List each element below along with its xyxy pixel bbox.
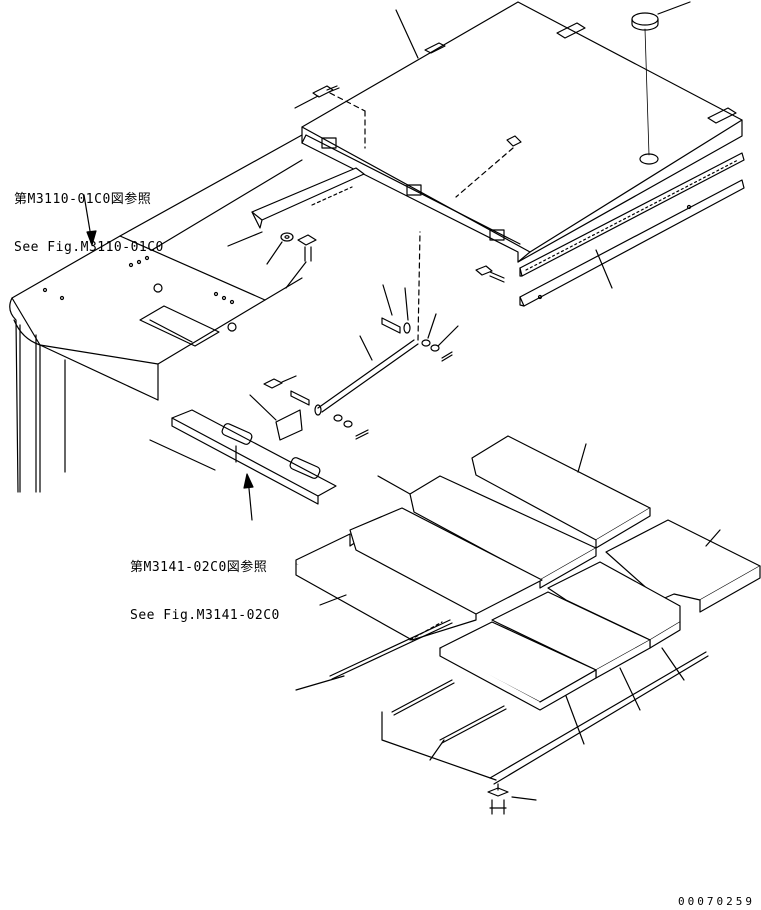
bolt-cover-left xyxy=(295,86,365,148)
bolt-bottom xyxy=(488,784,536,814)
arrow-ref-m3110 xyxy=(84,195,96,245)
top-cover-panel xyxy=(302,2,742,262)
reference-note-m3110-en: See Fig.M3110-01C0 xyxy=(14,240,164,255)
reference-note-m3141-en: See Fig.M3141-02C0 xyxy=(130,608,280,623)
pin-washers-lower xyxy=(250,376,368,440)
washer-bolt-bracket xyxy=(267,233,316,288)
document-number: 00070259 xyxy=(678,895,755,908)
arrow-ref-m3141 xyxy=(244,474,253,520)
rail-parts xyxy=(520,153,744,306)
leader-lines-top xyxy=(396,2,690,58)
cap-part xyxy=(632,13,658,155)
reference-note-m3141-jp: 第M3141-02C0図参照 xyxy=(130,560,268,575)
reference-note-m3141: 第M3141-02C0図参照 See Fig.M3141-02C0 xyxy=(130,528,280,640)
linkage-rod xyxy=(318,232,420,412)
reference-note-m3110-jp: 第M3110-01C0図参照 xyxy=(14,192,152,207)
pin-washers-upper xyxy=(382,285,458,361)
reference-note-m3110: 第M3110-01C0図参照 See Fig.M3110-01C0 xyxy=(14,160,164,272)
support-bracket xyxy=(228,168,364,246)
mat-edge-strips xyxy=(330,620,708,784)
bolt-rail xyxy=(476,266,504,282)
lower-console-plate xyxy=(150,410,336,504)
clip-part xyxy=(456,136,521,197)
floor-mats xyxy=(296,436,760,710)
console-frame xyxy=(10,135,302,492)
leader-lines-mats xyxy=(296,444,720,760)
